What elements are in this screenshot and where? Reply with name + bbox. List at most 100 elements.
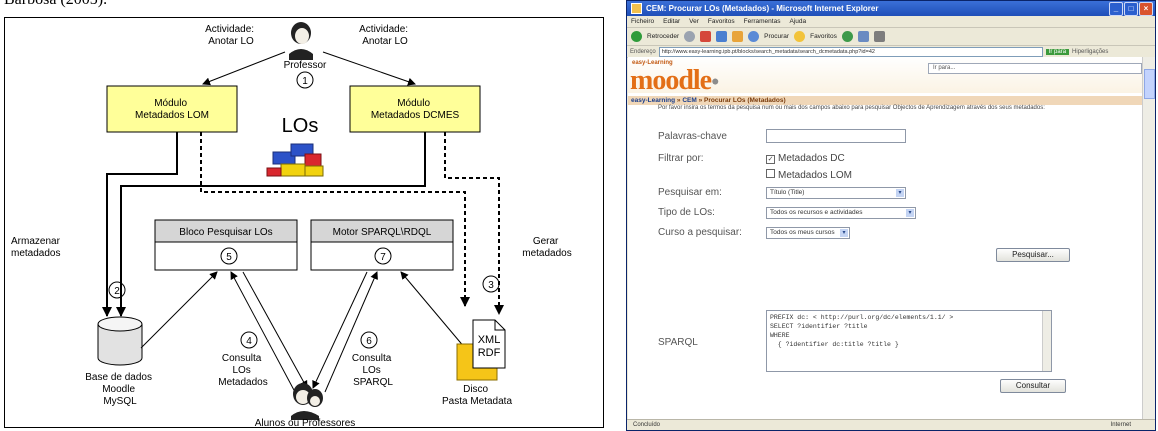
course-label: Curso a pesquisar: (658, 227, 742, 238)
xml-label: XML (478, 334, 501, 346)
filter-label: Filtrar por: (658, 153, 704, 164)
address-input[interactable]: http://www.easy-learning.ipb.pt/blocks/s… (658, 46, 1043, 57)
chevron-down-icon: ▾ (896, 189, 904, 197)
search-icon[interactable] (748, 31, 760, 42)
textarea-scrollbar[interactable] (1042, 311, 1051, 371)
right-activity-label: Actividade: Anotar LO (359, 24, 411, 47)
database-label: Base de dados Moodle MySQL (85, 372, 155, 407)
step-3: 3 (488, 280, 494, 291)
module-lom-box (106, 85, 238, 133)
site-logo-small: easy-Learning (632, 60, 673, 66)
menu-edit[interactable]: Editar (663, 18, 681, 25)
lego-blocks-icon (266, 143, 324, 177)
search-button[interactable]: Pesquisar... (996, 248, 1070, 262)
left-activity-label: Actividade: Anotar LO (205, 24, 257, 47)
links-label[interactable]: Hiperligações (1072, 48, 1109, 55)
type-label: Tipo de LOs: (658, 207, 715, 218)
menu-bar: Ficheiro Editar Ver Favoritos Ferramenta… (627, 16, 1155, 28)
maximize-button[interactable]: □ (1124, 2, 1138, 16)
professor-icon (289, 22, 313, 60)
armazenar-label: Armazenar metadados (11, 236, 63, 259)
back-label[interactable]: Retroceder (647, 33, 680, 40)
keywords-input[interactable] (766, 129, 906, 143)
chevron-down-icon: ▾ (906, 209, 914, 217)
stop-icon[interactable] (700, 31, 712, 42)
menu-favorites[interactable]: Favoritos (707, 18, 735, 25)
step-5: 5 (226, 252, 232, 263)
logo-dot-icon: ● (711, 74, 720, 90)
chevron-down-icon: ▾ (840, 229, 848, 237)
breadcrumb-page: Procurar LOs (Metadados) (704, 97, 786, 104)
browser-window: CEM: Procurar LOs (Metadados) - Microsof… (626, 0, 1156, 431)
home-icon[interactable] (732, 31, 744, 42)
step-7: 7 (380, 252, 386, 263)
mail-icon[interactable] (857, 31, 869, 42)
step-1: 1 (302, 76, 308, 87)
menu-help[interactable]: Ajuda (789, 18, 807, 25)
status-bar: Concluído Internet (627, 419, 1155, 430)
step-2: 2 (114, 286, 120, 297)
menu-view[interactable]: Ver (689, 18, 699, 25)
menu-tools[interactable]: Ferramentas (743, 18, 781, 25)
module-lom-label: Módulo Metadados LOM (135, 98, 209, 121)
database-icon (97, 316, 143, 366)
status-text: Concluído (633, 422, 661, 428)
breadcrumb: easy-Learning » CEM » Procurar LOs (Meta… (628, 96, 1143, 105)
instructions: Por favor insira os termos da pesquisa n… (658, 105, 1045, 111)
step-6: 6 (366, 336, 372, 347)
figure-caption: Barbosa (2005). (4, 0, 107, 9)
sparql-textarea[interactable]: PREFIX dc: < http://purl.org/dc/elements… (766, 310, 1052, 372)
favorites-label[interactable]: Favoritos (810, 33, 837, 40)
gerar-label: Gerar metadados (522, 236, 571, 259)
moodle-logo: moodle● (630, 65, 720, 96)
back-icon[interactable] (631, 31, 642, 42)
professor-label: Professor (284, 60, 327, 71)
course-select[interactable]: Todos os meus cursos▾ (766, 227, 850, 239)
module-dcmes-box (349, 85, 481, 133)
go-button[interactable]: Ir para (1045, 48, 1070, 55)
query-button[interactable]: Consultar (1000, 379, 1066, 393)
breadcrumb-site[interactable]: easy-Learning (631, 97, 676, 104)
history-icon[interactable] (841, 31, 853, 42)
filter-dc-checkbox[interactable]: ✓Metadados DC (766, 153, 845, 164)
sparql-label: SPARQL (658, 337, 698, 348)
page-content: easy-Learning moodle● Ir para... easy-Le… (628, 57, 1143, 419)
title-bar: CEM: Procurar LOs (Metadados) - Microsof… (627, 1, 1155, 16)
refresh-icon[interactable] (716, 31, 728, 42)
address-label: Endereço (630, 48, 656, 55)
xml-document-icon (472, 319, 506, 369)
consulta-metadados-label: Consulta LOs Metadados (218, 353, 267, 388)
forward-icon[interactable] (684, 31, 696, 42)
window-title: CEM: Procurar LOs (Metadados) - Microsof… (646, 4, 879, 13)
print-icon[interactable] (873, 31, 885, 42)
search-in-select[interactable]: Título (Title)▾ (766, 187, 906, 199)
toolbar: Retroceder Procurar Favoritos (627, 28, 1155, 46)
filter-dc-label: Metadados DC (778, 153, 845, 164)
menu-file[interactable]: Ficheiro (631, 18, 655, 25)
minimize-button[interactable]: _ (1109, 2, 1123, 16)
architecture-diagram: Professor 1 Actividade: Anotar LO Activi… (4, 17, 604, 428)
rdf-label: RDF (478, 347, 501, 359)
keywords-label: Palavras-chave (658, 131, 727, 142)
filter-lom-label: Metadados LOM (778, 170, 852, 181)
step-4: 4 (246, 336, 252, 347)
search-label[interactable]: Procurar (764, 33, 790, 40)
close-button[interactable]: × (1139, 2, 1153, 16)
students-label: Alunos ou Professores (255, 418, 356, 428)
status-zone: Internet (1110, 422, 1131, 428)
type-select[interactable]: Todos os recursos e actividades▾ (766, 207, 916, 219)
filter-lom-checkbox[interactable]: Metadados LOM (766, 169, 852, 181)
favorites-icon[interactable] (794, 31, 806, 42)
search-in-label: Pesquisar em: (658, 187, 722, 198)
los-label: LOs (282, 115, 319, 137)
consulta-sparql-label: Consulta LOs SPARQL (352, 353, 394, 388)
ie-icon (631, 3, 642, 14)
module-dcmes-label: Módulo Metadados DCMES (371, 98, 460, 121)
scroll-thumb[interactable] (1144, 69, 1155, 99)
page-scrollbar[interactable] (1142, 57, 1155, 419)
jump-menu[interactable]: Ir para... (928, 63, 1142, 74)
breadcrumb-course[interactable]: CEM (682, 97, 697, 104)
disco-label: Disco Pasta Metadata (442, 384, 512, 407)
students-icon (291, 383, 323, 420)
moodle-header: easy-Learning moodle● Ir para... (628, 57, 1143, 96)
